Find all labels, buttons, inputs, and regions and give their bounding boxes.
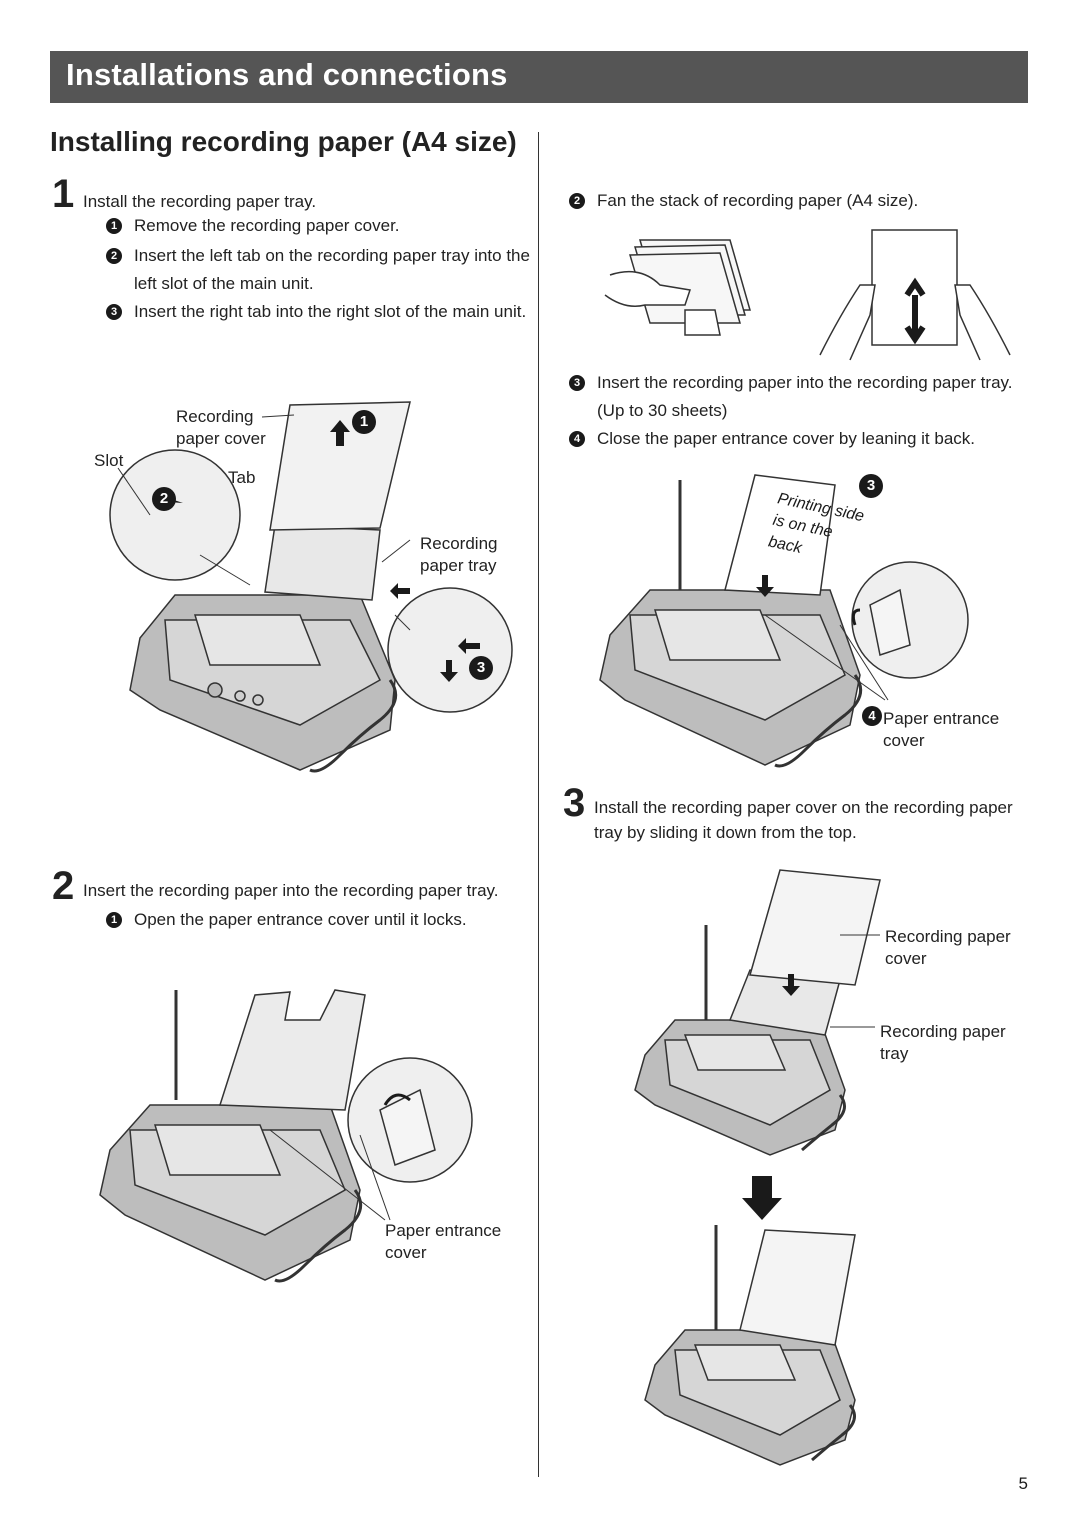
label-tab: Tab: [228, 468, 256, 487]
fax-illustration-step-2-open: [99, 989, 473, 1283]
fax-illustration-step-3-after: [644, 1225, 856, 1466]
step-1-sub-2: 2 Insert the left tab on the recording p…: [106, 242, 534, 298]
step-1-sub-2-badge: 2: [106, 248, 122, 264]
callout-step2-4: 4: [862, 706, 882, 726]
step-1-sub-2-text: Insert the left tab on the recording pap…: [134, 246, 530, 293]
step-2-sub-2-badge: 2: [569, 193, 585, 209]
step-1-sub-3-text: Insert the right tab into the right slot…: [134, 302, 527, 321]
page-number: 5: [1018, 1474, 1028, 1493]
step-1-sub-3: 3 Insert the right tab into the right sl…: [106, 298, 534, 326]
section-title: Installing recording paper (A4 size): [50, 126, 517, 157]
label-slot: Slot: [94, 451, 124, 470]
step-2-sub-4: 4 Close the paper entrance cover by lean…: [569, 425, 1027, 453]
step-2-sub-4-text: Close the paper entrance cover by leanin…: [597, 429, 976, 448]
column-divider: [538, 132, 539, 1477]
label-paper-entrance-cover-2: Paper entrance cover: [883, 709, 1000, 750]
callout-step2-3: 3: [859, 474, 883, 498]
fax-illustration-step-2-insert: [599, 474, 969, 768]
step-1-sub-1-badge: 1: [106, 218, 122, 234]
callout-2: 2: [152, 487, 176, 511]
header-bar: Installations and connections: [50, 51, 1028, 103]
step-2-sub-3: 3 Insert the recording paper into the re…: [569, 369, 1027, 425]
step-1-sub-1-text: Remove the recording paper cover.: [134, 216, 400, 235]
label-recording-paper-tray-2: Recording paper tray: [880, 1022, 1006, 1063]
step-2-sub-1-badge: 1: [106, 912, 122, 928]
callout-1: 1: [352, 410, 376, 434]
step-2-sub-1: 1 Open the paper entrance cover until it…: [106, 906, 534, 934]
fax-illustration-step-1: [109, 401, 513, 773]
label-recording-paper-cover-1: Recording paper cover: [176, 407, 266, 448]
step-2-sub-1-text: Open the paper entrance cover until it l…: [134, 910, 467, 929]
step-3-number: 3: [563, 781, 586, 825]
fax-illustration-step-3-before: [634, 869, 881, 1156]
label-recording-paper-tray-1: Recording paper tray: [420, 534, 498, 575]
step-2-sub-4-badge: 4: [569, 431, 585, 447]
label-recording-paper-cover-2: Recording paper cover: [885, 927, 1011, 968]
step-1-text: Install the recording paper tray.: [83, 192, 317, 211]
label-paper-entrance-cover-1: Paper entrance cover: [385, 1221, 502, 1262]
step-1-sub-3-badge: 3: [106, 304, 122, 320]
step-2-sub-3-badge: 3: [569, 375, 585, 391]
step-2-number: 2: [52, 864, 75, 908]
step-2-sub-3-text: Insert the recording paper into the reco…: [597, 373, 1013, 420]
down-arrow-icon: [742, 1176, 782, 1220]
step-1-sub-1: 1 Remove the recording paper cover.: [106, 212, 534, 240]
callout-3: 3: [469, 656, 493, 680]
step-2-text: Insert the recording paper into the reco…: [83, 881, 499, 900]
step-2-sub-2-text: Fan the stack of recording paper (A4 siz…: [597, 191, 919, 210]
header-title: Installations and connections: [66, 57, 508, 92]
step-2-sub-2: 2 Fan the stack of recording paper (A4 s…: [569, 187, 1027, 215]
fan-paper-illustration: [604, 229, 1011, 361]
step-1-number: 1: [52, 172, 75, 216]
step-3-text: Install the recording paper cover on the…: [594, 798, 1013, 842]
